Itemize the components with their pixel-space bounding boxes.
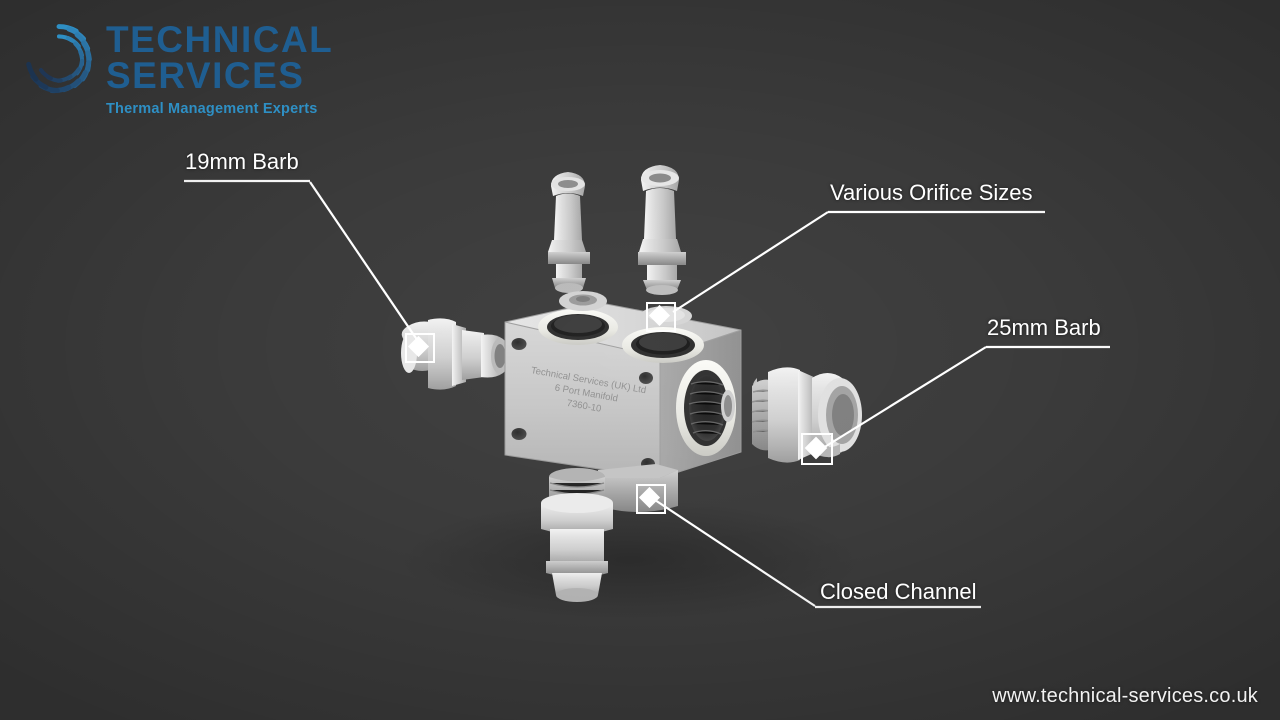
- logo-line-services: SERVICES: [106, 55, 305, 97]
- callout-underlines: [184, 179, 1110, 609]
- spiral-turbine-icon: [26, 24, 92, 94]
- brand-logo[interactable]: TECHNICAL SERVICES Thermal Management Ex…: [18, 14, 338, 117]
- orifice-washer-left: [559, 291, 607, 311]
- top-barb-right: [638, 165, 686, 295]
- top-port-left: [538, 309, 618, 345]
- marker-closed-channel[interactable]: [636, 484, 666, 514]
- top-port-right: [622, 327, 704, 363]
- logo-tagline: Thermal Management Experts: [106, 100, 318, 117]
- marker-25mm-barb[interactable]: [801, 433, 833, 465]
- callout-label-19mm-barb: 19mm Barb: [183, 150, 301, 175]
- callout-label-orifice: Various Orifice Sizes: [828, 181, 1035, 206]
- footer-website-url[interactable]: www.technical-services.co.uk: [992, 685, 1258, 707]
- callout-label-25mm-barb: 25mm Barb: [985, 316, 1103, 341]
- leader-line-25mm-barb: [822, 346, 987, 449]
- side-threaded-port: [676, 360, 736, 456]
- callout-text-orifice: Various Orifice Sizes: [830, 180, 1033, 205]
- callout-text-closed-channel: Closed Channel: [820, 579, 977, 604]
- bottom-fitting: [541, 468, 613, 602]
- manifold-body: Technical Services (UK) Ltd 6 Port Manif…: [504, 291, 742, 512]
- callout-leader-lines: [309, 181, 987, 607]
- callout-text-19mm-barb: 19mm Barb: [185, 149, 299, 174]
- callout-label-closed-channel: Closed Channel: [818, 580, 979, 605]
- leader-line-closed-channel: [654, 499, 816, 607]
- leader-line-orifice: [672, 211, 829, 313]
- callout-text-25mm-barb: 25mm Barb: [987, 315, 1101, 340]
- top-barb-left: [548, 172, 590, 293]
- drop-shadow: [400, 500, 860, 620]
- logo-wordmark: TECHNICAL SERVICES Thermal Management Ex…: [106, 19, 336, 117]
- marker-orifice[interactable]: [646, 302, 676, 332]
- logo-line-technical: TECHNICAL: [106, 19, 334, 60]
- bolt-hole: [511, 428, 527, 440]
- bolt-hole: [639, 372, 653, 384]
- bolt-hole: [511, 338, 527, 350]
- leader-line-19mm-barb: [309, 181, 425, 351]
